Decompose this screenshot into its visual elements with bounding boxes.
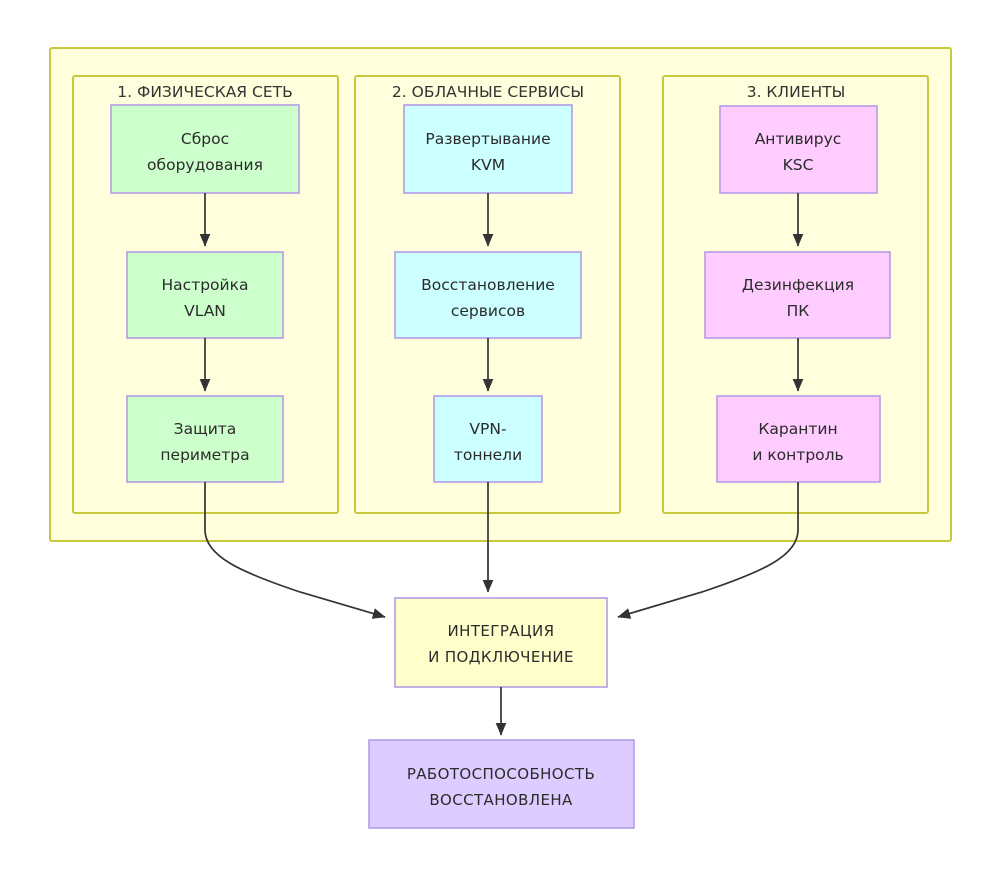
node-kvm-deployment-line1: Развертывание [425, 130, 550, 148]
node-hardware-reset-line2: оборудования [147, 156, 263, 174]
column-title-physical-network: 1. ФИЗИЧЕСКАЯ СЕТЬ [117, 83, 292, 101]
edge-clients-to-integration [617, 482, 799, 619]
node-pc-disinfection-line1: Дезинфекция [742, 276, 854, 294]
node-operability-restored-line2: ВОССТАНОВЛЕНА [429, 791, 573, 809]
node-quarantine-control-line2: и контроль [752, 446, 843, 464]
node-integration-line2: И ПОДКЛЮЧЕНИЕ [428, 648, 574, 666]
node-services-restore-line1: Восстановление [421, 276, 555, 294]
node-services-restore-line2: сервисов [451, 302, 525, 320]
node-operability-restored-line1: РАБОТОСПОСОБНОСТЬ [407, 765, 595, 783]
node-operability-restored[interactable] [368, 739, 635, 829]
node-perimeter-protection-line2: периметра [160, 446, 249, 464]
node-quarantine-control[interactable] [716, 395, 881, 483]
edge-physical-network-to-integration [204, 482, 386, 619]
node-kvm-deployment[interactable] [403, 104, 573, 194]
node-antivirus-ksc-line2: KSC [783, 156, 814, 174]
node-perimeter-protection-line1: Защита [174, 420, 237, 438]
node-hardware-reset[interactable] [110, 104, 300, 194]
node-vpn-tunnels-line1: VPN- [469, 420, 506, 438]
column-title-cloud-services: 2. ОБЛАЧНЫЕ СЕРВИСЫ [392, 83, 584, 101]
node-perimeter-protection[interactable] [126, 395, 284, 483]
node-vlan-setup[interactable] [126, 251, 284, 339]
node-vpn-tunnels[interactable] [433, 395, 543, 483]
node-hardware-reset-line1: Сброс [181, 130, 229, 148]
node-vpn-tunnels-line2: тоннели [454, 446, 522, 464]
node-vlan-setup-line2: VLAN [184, 302, 226, 320]
node-vlan-setup-line1: Настройка [162, 276, 249, 294]
node-services-restore[interactable] [394, 251, 582, 339]
node-antivirus-ksc-line1: Антивирус [755, 130, 842, 148]
node-quarantine-control-line1: Карантин [758, 420, 837, 438]
node-antivirus-ksc[interactable] [719, 105, 878, 194]
node-integration-line1: ИНТЕГРАЦИЯ [448, 622, 555, 640]
node-integration[interactable] [394, 597, 608, 688]
column-title-clients: 3. КЛИЕНТЫ [747, 83, 846, 101]
node-pc-disinfection[interactable] [704, 251, 891, 339]
node-kvm-deployment-line2: KVM [471, 156, 505, 174]
node-pc-disinfection-line2: ПК [787, 302, 810, 320]
